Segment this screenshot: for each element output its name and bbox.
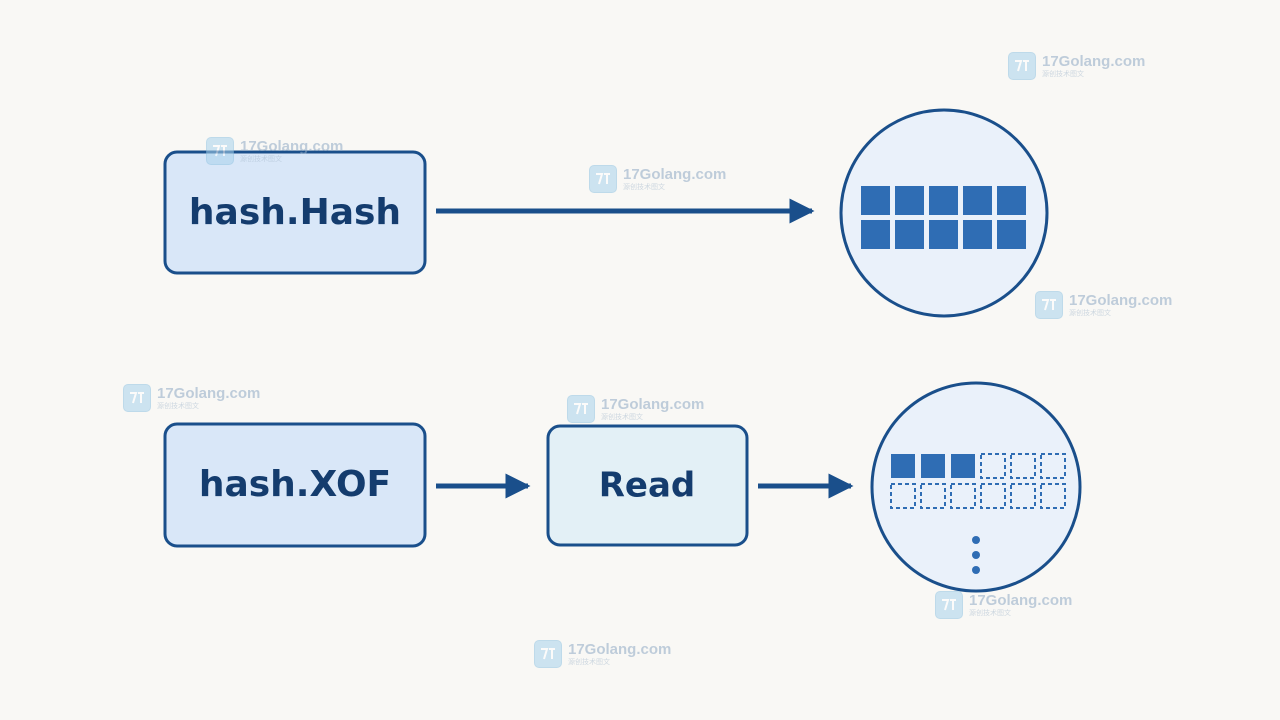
filled-output-block: [895, 220, 924, 249]
hash-xof-box: [163, 422, 427, 548]
filled-output-block: [861, 186, 890, 215]
hash-xof-label: hash.XOF: [199, 464, 391, 505]
pending-output-block: [1040, 483, 1066, 509]
filled-output-block: [963, 186, 992, 215]
pending-output-block: [1040, 453, 1066, 479]
pending-output-block: [950, 483, 976, 509]
read-node: Read: [546, 424, 749, 547]
ellipsis-dot: [972, 566, 980, 574]
pending-output-block: [920, 483, 946, 509]
pending-output-block: [980, 483, 1006, 509]
filled-output-block: [895, 186, 924, 215]
hash-hash-label: hash.Hash: [189, 192, 401, 233]
filled-output-block: [929, 220, 958, 249]
hash-xof-node: hash.XOF: [163, 422, 427, 548]
hash-hash-node: hash.Hash: [163, 150, 427, 275]
ellipsis-dot: [972, 551, 980, 559]
xof-streaming-output: [870, 381, 1082, 593]
pending-output-block: [890, 483, 916, 509]
filled-output-block: [997, 220, 1026, 249]
filled-output-block: [891, 454, 915, 478]
pending-output-block: [1010, 483, 1036, 509]
hash-hash-box: [163, 150, 427, 275]
read-box: [546, 424, 749, 547]
filled-output-block: [921, 454, 945, 478]
xof-output-circle: [870, 381, 1082, 593]
filled-output-block: [929, 186, 958, 215]
pending-output-block: [980, 453, 1006, 479]
hash-fixed-output: [839, 108, 1049, 318]
filled-output-block: [963, 220, 992, 249]
filled-output-block: [951, 454, 975, 478]
filled-output-block: [997, 186, 1026, 215]
ellipsis-dot: [972, 536, 980, 544]
pending-output-block: [1010, 453, 1036, 479]
filled-output-block: [861, 220, 890, 249]
read-label: Read: [599, 466, 696, 506]
